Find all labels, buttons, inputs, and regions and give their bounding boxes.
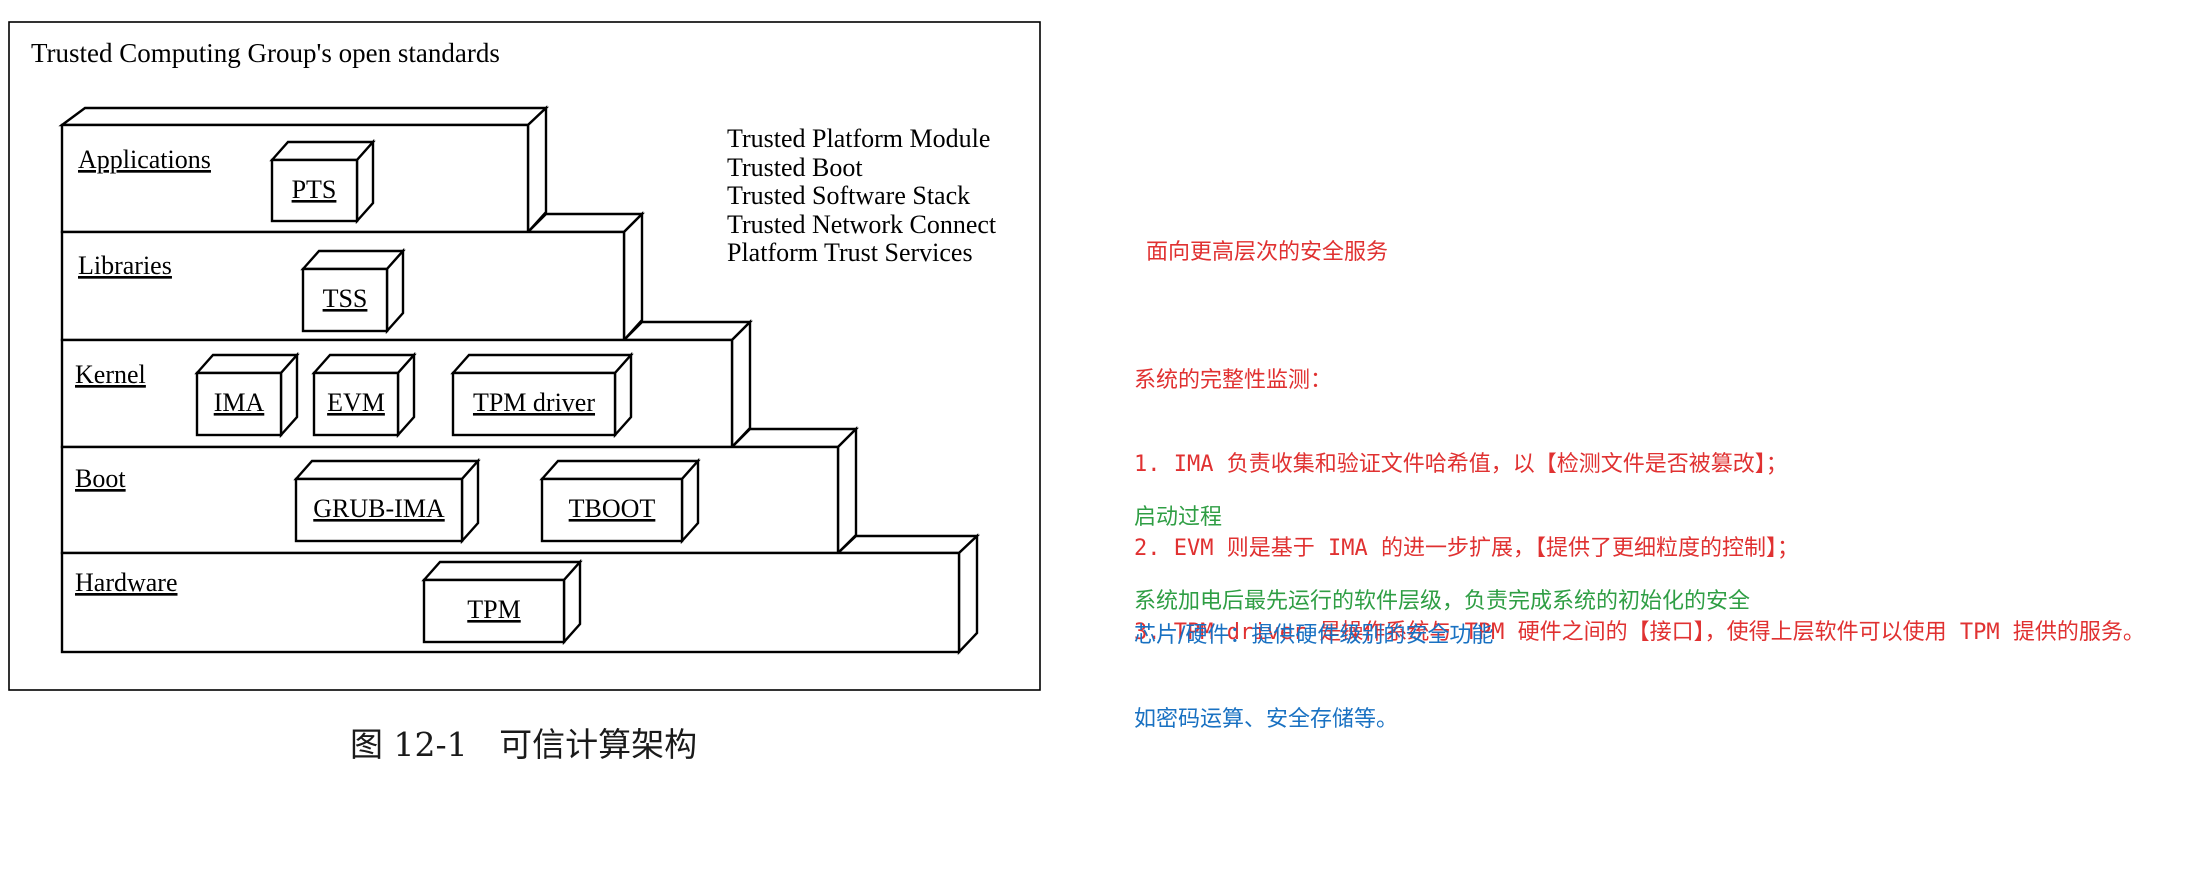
annotation-integrity: 系统的完整性监测： 1. IMA 负责收集和验证文件哈希值，以【检测文件是否被篡… <box>1134 311 2145 675</box>
component-tss <box>300 247 406 335</box>
annotation-services-text: 面向更高层次的安全服务 <box>1146 240 1389 265</box>
figure-caption: 图 12-1 可信计算架构 <box>350 725 698 764</box>
annotation-hardware-line2: 如密码运算、安全存储等。 <box>1134 707 1399 732</box>
annotation-boot: 启动过程 系统加电后最先运行的软件层级，负责完成系统的初始化的安全 <box>1134 448 1750 644</box>
standard-item: Trusted Network Connect <box>727 210 997 239</box>
standard-item: Platform Trust Services <box>727 238 973 267</box>
component-label: TPM <box>467 595 520 624</box>
component-ima <box>194 351 300 439</box>
component-label: TSS <box>323 284 368 313</box>
annotation-hardware: 芯片/硬件：提供硬件级别的安全功能 如密码运算、安全存储等。 <box>1134 566 1493 762</box>
component-label: GRUB-IMA <box>313 494 445 523</box>
annotation-integrity-item: 1. IMA 负责收集和验证文件哈希值，以【检测文件是否被篡改】； <box>1134 452 1788 477</box>
layer-label-libraries: Libraries <box>78 251 172 280</box>
standard-item: Trusted Boot <box>727 153 863 182</box>
component-label: PTS <box>292 175 337 204</box>
component-boxes <box>194 138 701 646</box>
annotation-integrity-item: 3. TPM driver 是操作系统与 TPM 硬件之间的【接口】，使得上层软… <box>1134 620 2145 645</box>
tcg-architecture-diagram: Trusted Computing Group's open standards… <box>8 21 1041 691</box>
component-label: IMA <box>214 388 265 417</box>
component-pts <box>269 138 376 225</box>
layer-label-applications: Applications <box>78 145 211 174</box>
component-tpm-driver <box>450 351 634 439</box>
component-evm <box>311 351 417 439</box>
annotation-integrity-heading: 系统的完整性监测： <box>1134 368 1333 393</box>
diagram-frame <box>8 21 1041 691</box>
component-label: TBOOT <box>569 494 656 523</box>
component-labels: PTS TSS IMA EVM TPM driver GRUB-IMA TBOO… <box>214 175 656 624</box>
diagram-title: Trusted Computing Group's open standards <box>31 38 500 68</box>
component-tboot <box>539 457 701 545</box>
layer-label-hardware: Hardware <box>75 568 178 597</box>
standard-item: Trusted Platform Module <box>727 124 990 153</box>
annotation-boot-heading: 启动过程 <box>1134 505 1223 530</box>
layer-labels: Applications Libraries Kernel Boot Hardw… <box>75 145 211 597</box>
annotation-integrity-item: 2. EVM 则是基于 IMA 的进一步扩展，【提供了更细粒度的控制】； <box>1134 536 1799 561</box>
component-grub-ima <box>293 457 481 545</box>
standards-list: Trusted Platform Module Trusted Boot Tru… <box>727 124 997 267</box>
component-label: TPM driver <box>473 388 595 417</box>
standard-item: Trusted Software Stack <box>727 181 970 210</box>
component-label: EVM <box>327 388 385 417</box>
annotation-services: 面向更高层次的安全服务 <box>1146 183 1388 295</box>
layer-label-kernel: Kernel <box>75 360 146 389</box>
layer-label-boot: Boot <box>75 464 126 493</box>
annotation-hardware-line1: 芯片/硬件：提供硬件级别的安全功能 <box>1134 623 1494 648</box>
component-tpm <box>421 558 583 646</box>
annotation-boot-text: 系统加电后最先运行的软件层级，负责完成系统的初始化的安全 <box>1134 589 1751 614</box>
